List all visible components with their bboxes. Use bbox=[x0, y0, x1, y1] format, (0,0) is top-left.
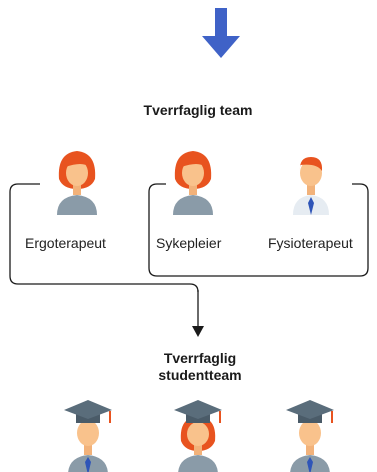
male-avatar-tie-icon bbox=[293, 157, 329, 215]
role-label-ergoterapeut: Ergoterapeut bbox=[25, 235, 106, 251]
connector-arrowhead bbox=[192, 326, 204, 337]
team-title: Tverrfaglig team bbox=[143, 102, 253, 118]
left-bracket-connector bbox=[9, 183, 199, 293]
down-arrow-icon bbox=[202, 8, 240, 58]
student-team-title-line1: Tverrfaglig bbox=[163, 350, 237, 366]
right-bracket-connector bbox=[148, 183, 369, 277]
female-avatar-icon bbox=[57, 151, 97, 215]
role-label-fysioterapeut: Fysioterapeut bbox=[268, 235, 353, 251]
student-team-title: Tverrfaglig studentteam bbox=[110, 350, 290, 384]
male-graduate-icon bbox=[286, 400, 334, 472]
role-label-sykepleier: Sykepleier bbox=[156, 235, 222, 251]
student-team-title-line2: studentteam bbox=[158, 367, 242, 383]
female-avatar-icon bbox=[173, 151, 213, 215]
female-graduate-icon bbox=[174, 400, 222, 472]
male-graduate-icon bbox=[64, 400, 112, 472]
